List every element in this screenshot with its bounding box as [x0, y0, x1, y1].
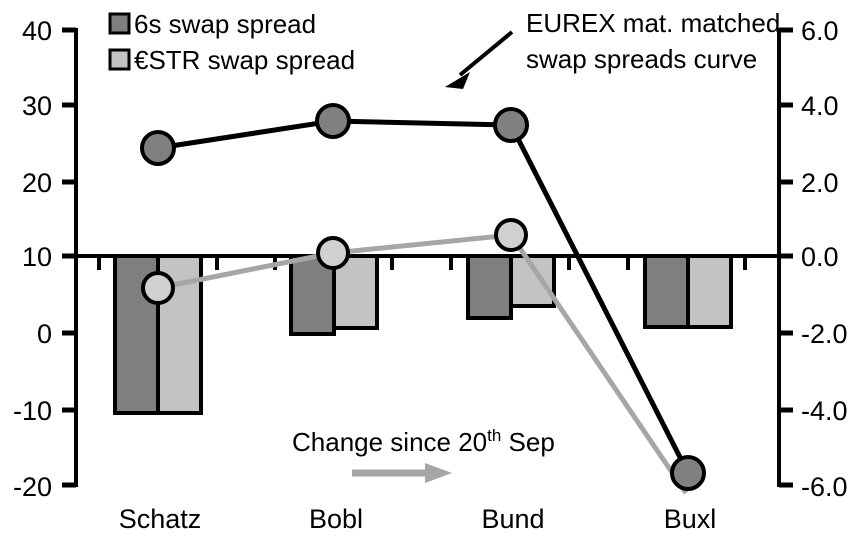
legend-item-6s-swap-spread[interactable]: 6s swap spread [108, 9, 316, 39]
eurex-marker-bund [493, 107, 529, 143]
left-tick-40: 40 [22, 16, 52, 46]
category-label-schatz: Schatz [119, 504, 202, 534]
change-since-marker-bobl [316, 236, 350, 270]
legend-item-estr-swap-spread[interactable]: €STR swap spread [108, 45, 355, 75]
left-tick-30: 30 [22, 91, 52, 121]
right-tick-0: 0.0 [801, 242, 839, 272]
change-since-marker-bund [494, 218, 528, 252]
change-since-prefix: Change since 20 [292, 427, 487, 457]
left-axis: 40 30 20 10 0 -10 -20 [13, 16, 78, 502]
bar-6s-buxl [643, 254, 690, 329]
change-since-line-series [141, 218, 689, 495]
right-tick-neg2: -2.0 [801, 319, 848, 349]
bar-6s-bund [466, 254, 513, 320]
left-tick-10: 10 [22, 242, 52, 272]
right-tick-4: 4.0 [801, 91, 839, 121]
right-tick-6: 6.0 [801, 16, 839, 46]
eurex-arrow-icon [445, 30, 514, 89]
legend-swatch-6s [108, 12, 131, 35]
right-tick-neg4: -4.0 [801, 396, 848, 426]
bar-estr-buxl [686, 254, 733, 329]
legend-label-estr: €STR swap spread [134, 45, 355, 75]
right-axis: 6.0 4.0 2.0 0.0 -2.0 -4.0 -6.0 [777, 16, 848, 502]
bar-group-bund [466, 254, 556, 320]
change-since-marker-schatz [141, 271, 175, 305]
category-labels: Schatz Bobl Bund Buxl [119, 504, 717, 534]
eurex-annotation: EUREX mat. matched swap spreads curve [445, 8, 780, 89]
change-since-annotation: Change since 20th Sep [292, 426, 555, 483]
category-label-bund: Bund [481, 504, 544, 534]
change-since-polyline [157, 232, 689, 495]
eurex-marker-bobl [315, 103, 351, 139]
right-tick-2: 2.0 [801, 168, 839, 198]
legend-swatch-estr [108, 48, 131, 71]
eurex-annotation-line1: EUREX mat. matched [526, 8, 780, 38]
change-since-arrow-icon [352, 463, 452, 483]
bar-group-bobl [289, 254, 379, 336]
left-tick-0: 0 [37, 319, 52, 349]
bar-estr-bobl [332, 254, 379, 330]
eurex-annotation-line2: swap spreads curve [526, 44, 757, 74]
change-since-superscript: th [487, 426, 501, 445]
category-label-buxl: Buxl [664, 504, 717, 534]
eurex-curve-polyline [157, 118, 691, 475]
bar-group-buxl [643, 254, 733, 329]
eurex-marker-schatz [140, 130, 176, 166]
left-tick-neg10: -10 [13, 396, 52, 426]
left-tick-neg20: -20 [13, 472, 52, 502]
chart-legend: 6s swap spread €STR swap spread [108, 9, 355, 75]
change-since-annotation-text: Change since 20th Sep [292, 426, 555, 457]
legend-label-6s: 6s swap spread [134, 9, 316, 39]
right-tick-neg6: -6.0 [801, 472, 848, 502]
left-tick-20: 20 [22, 168, 52, 198]
eurex-marker-buxl [670, 455, 706, 491]
category-label-bobl: Bobl [309, 504, 363, 534]
change-since-suffix: Sep [501, 427, 555, 457]
eurex-curve-series [140, 103, 706, 491]
